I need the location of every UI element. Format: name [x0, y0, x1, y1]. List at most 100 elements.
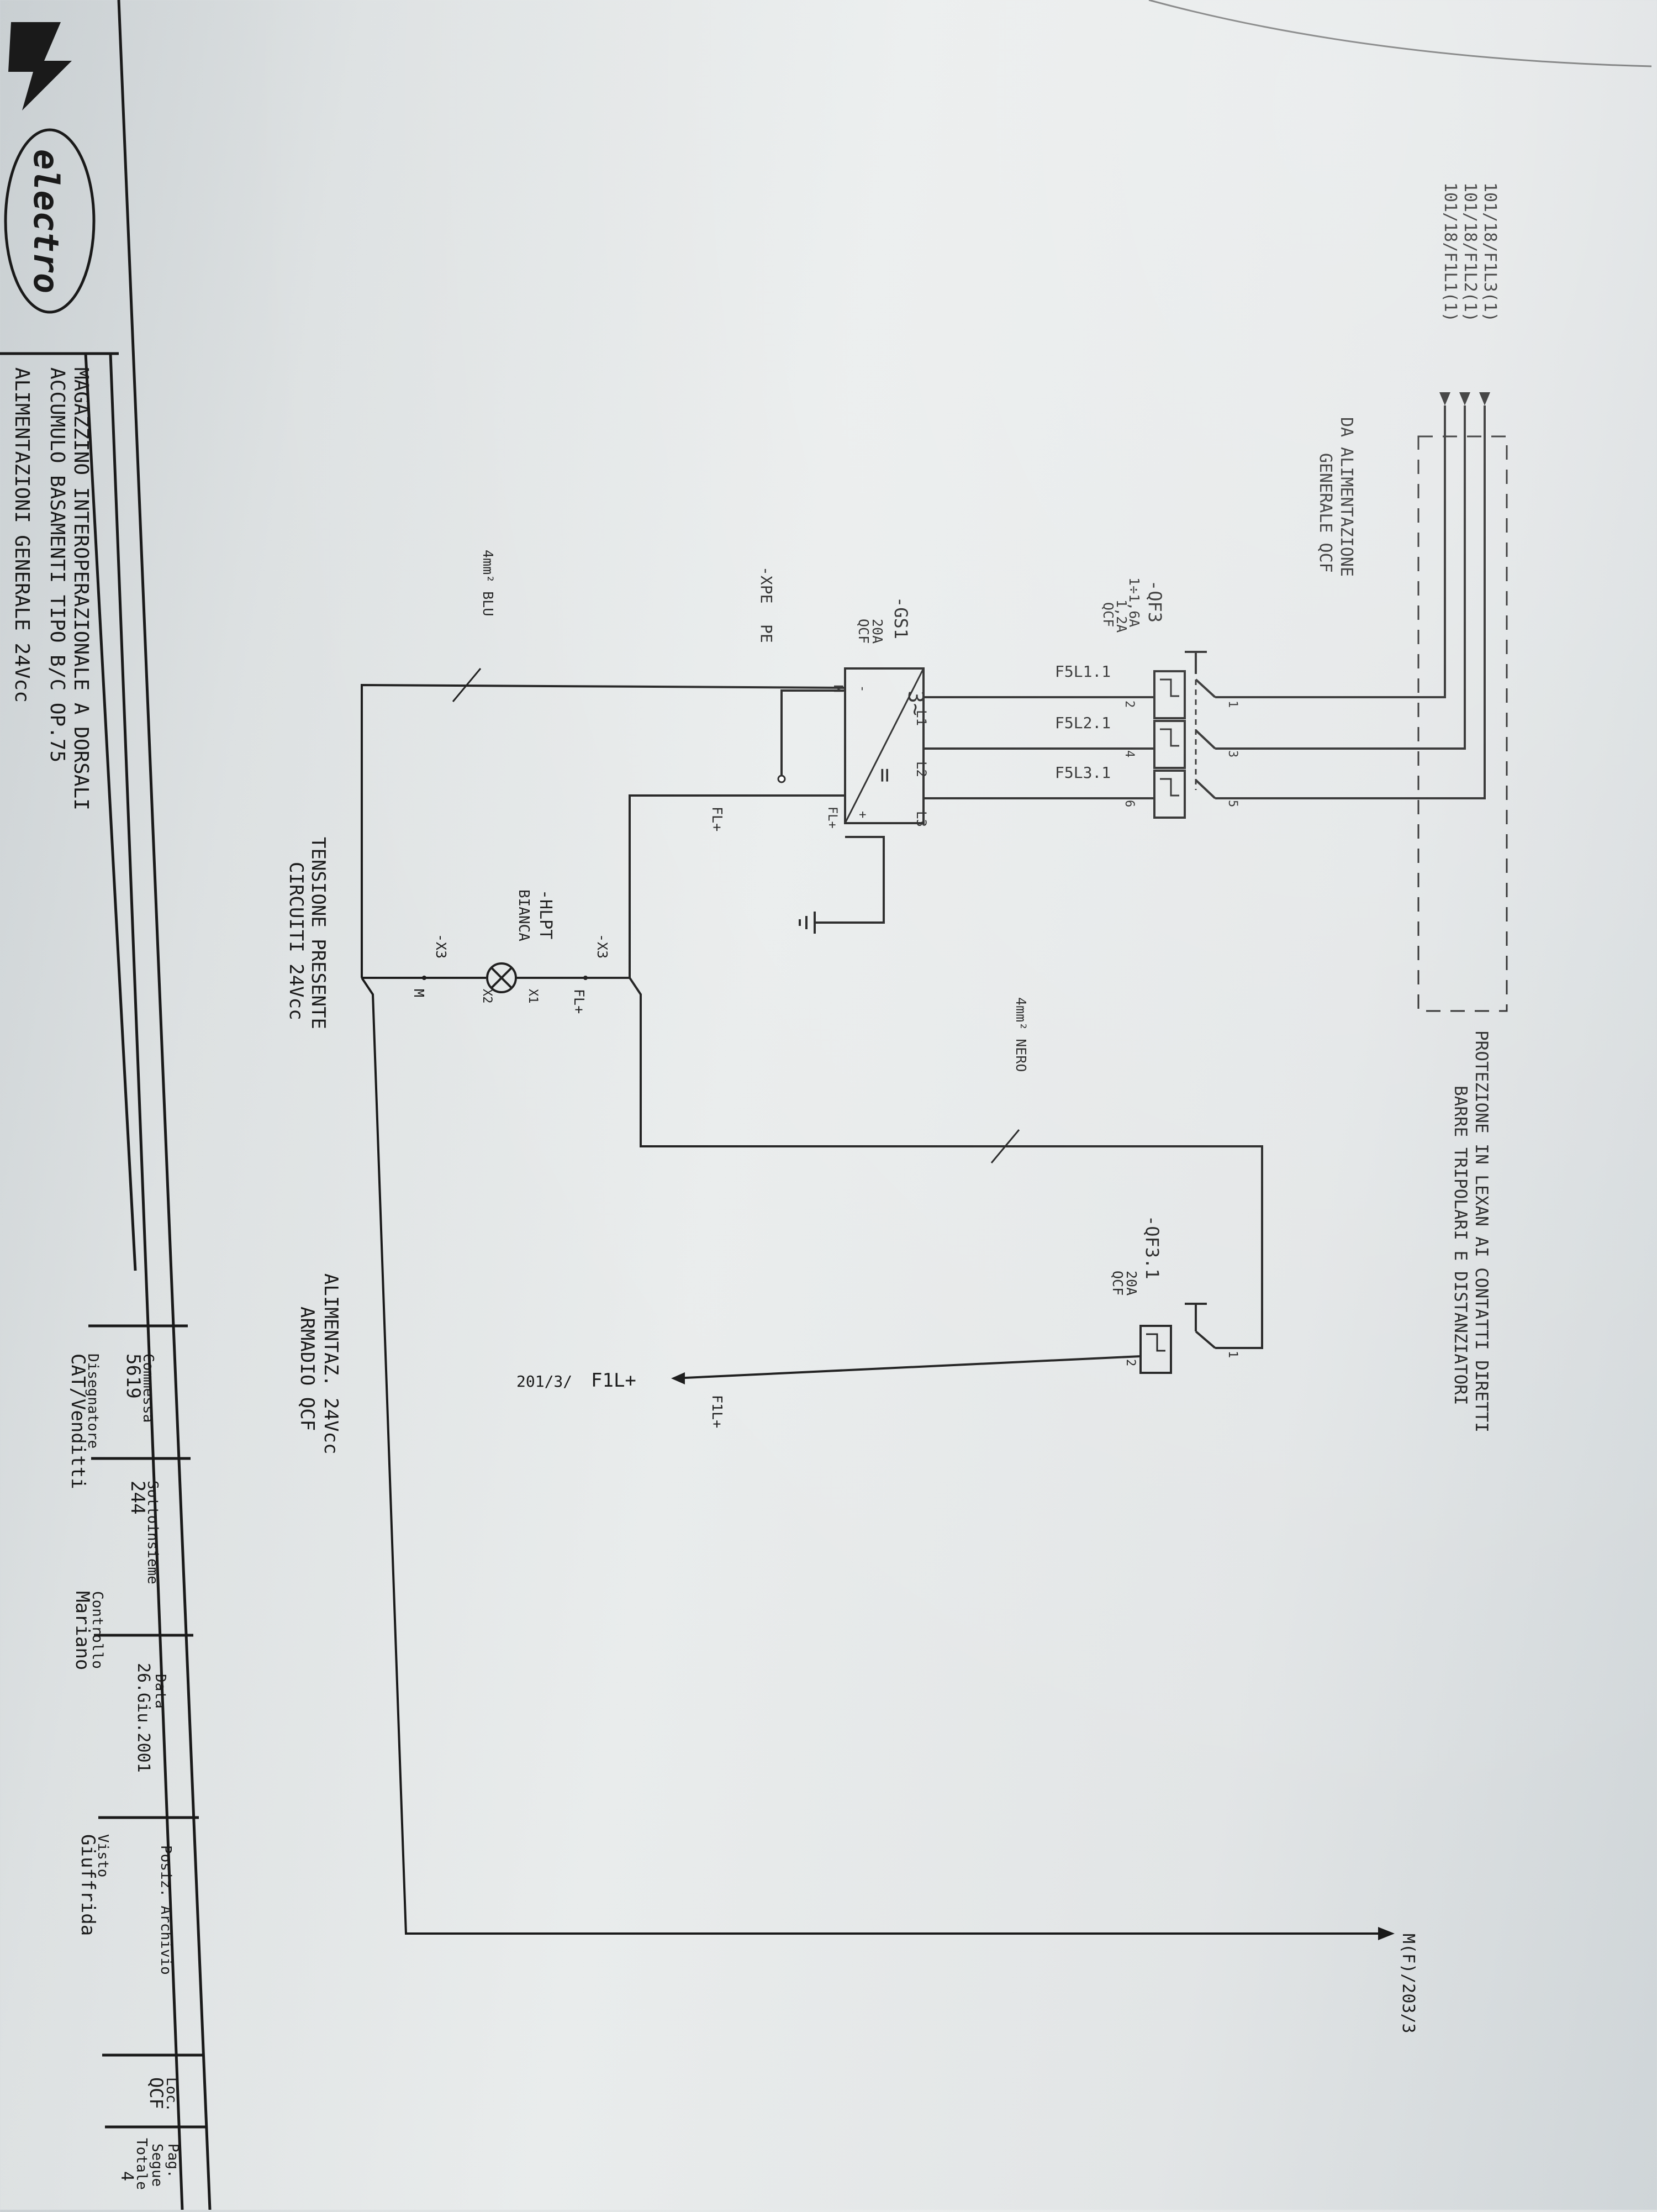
source-label-1: DA ALIMENTAZIONE: [1337, 417, 1356, 577]
breaker-qf3: 1 2 3 4 5 6 -QF3 1÷1,6A 1,2A QCF: [1100, 577, 1239, 819]
tb-controllo: Mariano: [71, 1591, 93, 1670]
tb-totale-value: 4: [117, 2171, 136, 2181]
wire-l2-in: [1215, 405, 1466, 750]
input-ref-l3: 101/18/F1L3(1): [1480, 182, 1500, 322]
logo-text: electro: [26, 149, 66, 293]
arrow-l2: [1459, 392, 1470, 405]
qf3-thermal-symbols: [1160, 678, 1179, 797]
input-ref-l1: 101/18/F1L1(1): [1440, 182, 1460, 322]
xpe-tag: -XPE: [757, 566, 775, 603]
gs1-term-l2: L2: [914, 761, 929, 777]
wire-l1-in: [1215, 405, 1446, 698]
tb-sottoinsieme: 244: [126, 1481, 149, 1514]
cable-nero-label: 4mm² NERO: [1013, 997, 1029, 1072]
qf31-loc: QCF: [1110, 1271, 1126, 1295]
wire-f1l-out: [673, 1355, 1141, 1379]
arrow-l1: [1439, 392, 1450, 405]
output-f1l-ref: 201/3/: [516, 1372, 572, 1391]
tb-visto: Giuffrida: [77, 1834, 99, 1936]
wire-ground: [815, 836, 885, 924]
sheet-border-line: [1148, 0, 1652, 67]
output-f1l-wire-label: F1L+: [709, 1395, 725, 1428]
lamp-symbol: [486, 962, 517, 993]
tb-divider-title: [84, 353, 137, 1271]
tb-border-inner: [109, 353, 184, 2210]
qf31-contact: [1195, 1330, 1216, 1349]
tb-disegnatore: CAT/Venditti: [67, 1353, 89, 1489]
tension-label-1: TENSIONE PRESENTE: [307, 837, 329, 1029]
gs1-loc: QCF: [856, 619, 872, 644]
qf3-contacts: [1195, 678, 1216, 799]
qf3-handle: [1185, 651, 1207, 674]
tb-sottoinsieme-label: Sottoinsieme: [144, 1481, 161, 1584]
wire-m-out: [361, 977, 1378, 1935]
gs1-term-l3: L3: [914, 811, 929, 827]
supply-label-2: ARMADIO QCF: [296, 1307, 318, 1431]
hlpt-tag: -HLPT: [536, 889, 555, 939]
tb-border-outer: [117, 0, 212, 2210]
qf31-thermal-symbol: [1146, 1333, 1165, 1352]
input-ref-l2: 101/18/F1L2(1): [1460, 182, 1480, 322]
gs1-term-minus: -: [856, 685, 869, 692]
wire-label-f5l1: F5L1.1: [1055, 662, 1111, 681]
fl-plus-label: FL+: [709, 807, 725, 831]
tb-totale: Totale: [133, 2138, 150, 2190]
wire-m-negative: [361, 683, 846, 978]
wire-l3-in: [1215, 405, 1486, 799]
qf3-term-3: 3: [1226, 750, 1239, 757]
x3-tag-bottom: -X3: [433, 934, 449, 958]
cable-tick-nero: [990, 1129, 1020, 1163]
wire-label-f5l3: F5L3.1: [1055, 763, 1111, 782]
tb-title-3: ALIMENTAZIONI GENERALE 24Vcc: [10, 367, 33, 703]
qf31-term-2: 2: [1123, 1359, 1137, 1366]
gs1-tag: -GS1: [890, 597, 911, 639]
tb-archivio-label: Posiz. Archivio: [157, 1845, 174, 1975]
tb-visto-label: Visto: [94, 1834, 111, 1877]
title-block: MAGAZZINO INTEROPERAZIONALE A DORSALI AC…: [0, 0, 212, 2210]
qf31-tag: -QF3.1: [1142, 1215, 1163, 1279]
qf3-term-2: 2: [1122, 701, 1136, 708]
source-label-2: GENERALE QCF: [1316, 453, 1335, 573]
gs1-term-flplus: FL+: [825, 807, 839, 829]
output-f1l-name: F1L+: [591, 1370, 636, 1392]
x3-tag-top: -X3: [594, 934, 610, 958]
wire-label-f5l2: F5L2.1: [1055, 714, 1111, 732]
arrow-l3: [1479, 392, 1490, 405]
logo-oval: [4, 128, 96, 314]
qf3-rating-1: 1÷1,6A: [1126, 577, 1142, 627]
qf3-term-6: 6: [1122, 800, 1136, 807]
tb-data-label: Data: [152, 1674, 168, 1709]
power-supply-gs1: 3~ = L1 L2 L3 M FL+ - + -GS1 20A QCF: [825, 597, 929, 829]
lexan-label-1: PROTEZIONE IN LEXAN AI CONTATTI DIRETTI: [1471, 1030, 1491, 1432]
gs1-ac-symbol: 3~: [904, 691, 928, 716]
cable-blu-label: 4mm² BLU: [480, 550, 496, 616]
arrow-m-out: [1378, 1927, 1395, 1940]
ground-symbol: [799, 912, 816, 934]
wire-fl-to-qf31: [629, 977, 1263, 1349]
input-references: 101/18/F1L3(1) 101/18/F1L2(1) 101/18/F1L…: [1439, 182, 1500, 405]
tb-loc-label: Loc.: [163, 2077, 180, 2112]
arrow-f1l-out: [671, 1372, 685, 1384]
x3-terminal-top: FL+: [571, 989, 587, 1014]
gs1-term-plus: +: [856, 811, 869, 818]
xpe-terminal-dot: [777, 775, 786, 783]
xpe-terminal: PE: [757, 624, 775, 643]
qf31-handle: [1185, 1303, 1207, 1331]
tb-loc: QCF: [146, 2077, 167, 2109]
qf31-term-1: 1: [1226, 1351, 1239, 1358]
gs1-term-l1: L1: [914, 710, 929, 726]
gs1-dc-symbol: =: [871, 768, 899, 783]
qf31-rating: 20A: [1123, 1271, 1139, 1295]
hlpt-pin-x1: X1: [526, 989, 540, 1004]
tb-controllo-label: Controllo: [89, 1591, 105, 1669]
qf3-rating-2: 1,2A: [1114, 599, 1130, 633]
breaker-qf31: 1 2 -QF3.1 20A QCF: [1110, 1215, 1239, 1374]
qf3-tag: -QF3: [1144, 580, 1165, 623]
tension-label-2: CIRCUITI 24Vcc: [285, 862, 307, 1020]
qf3-pole-3: [1153, 770, 1186, 819]
tb-pag-label: Pag.: [165, 2143, 181, 2178]
qf3-term-5: 5: [1226, 800, 1239, 807]
tb-commessa: 5619: [122, 1353, 144, 1399]
